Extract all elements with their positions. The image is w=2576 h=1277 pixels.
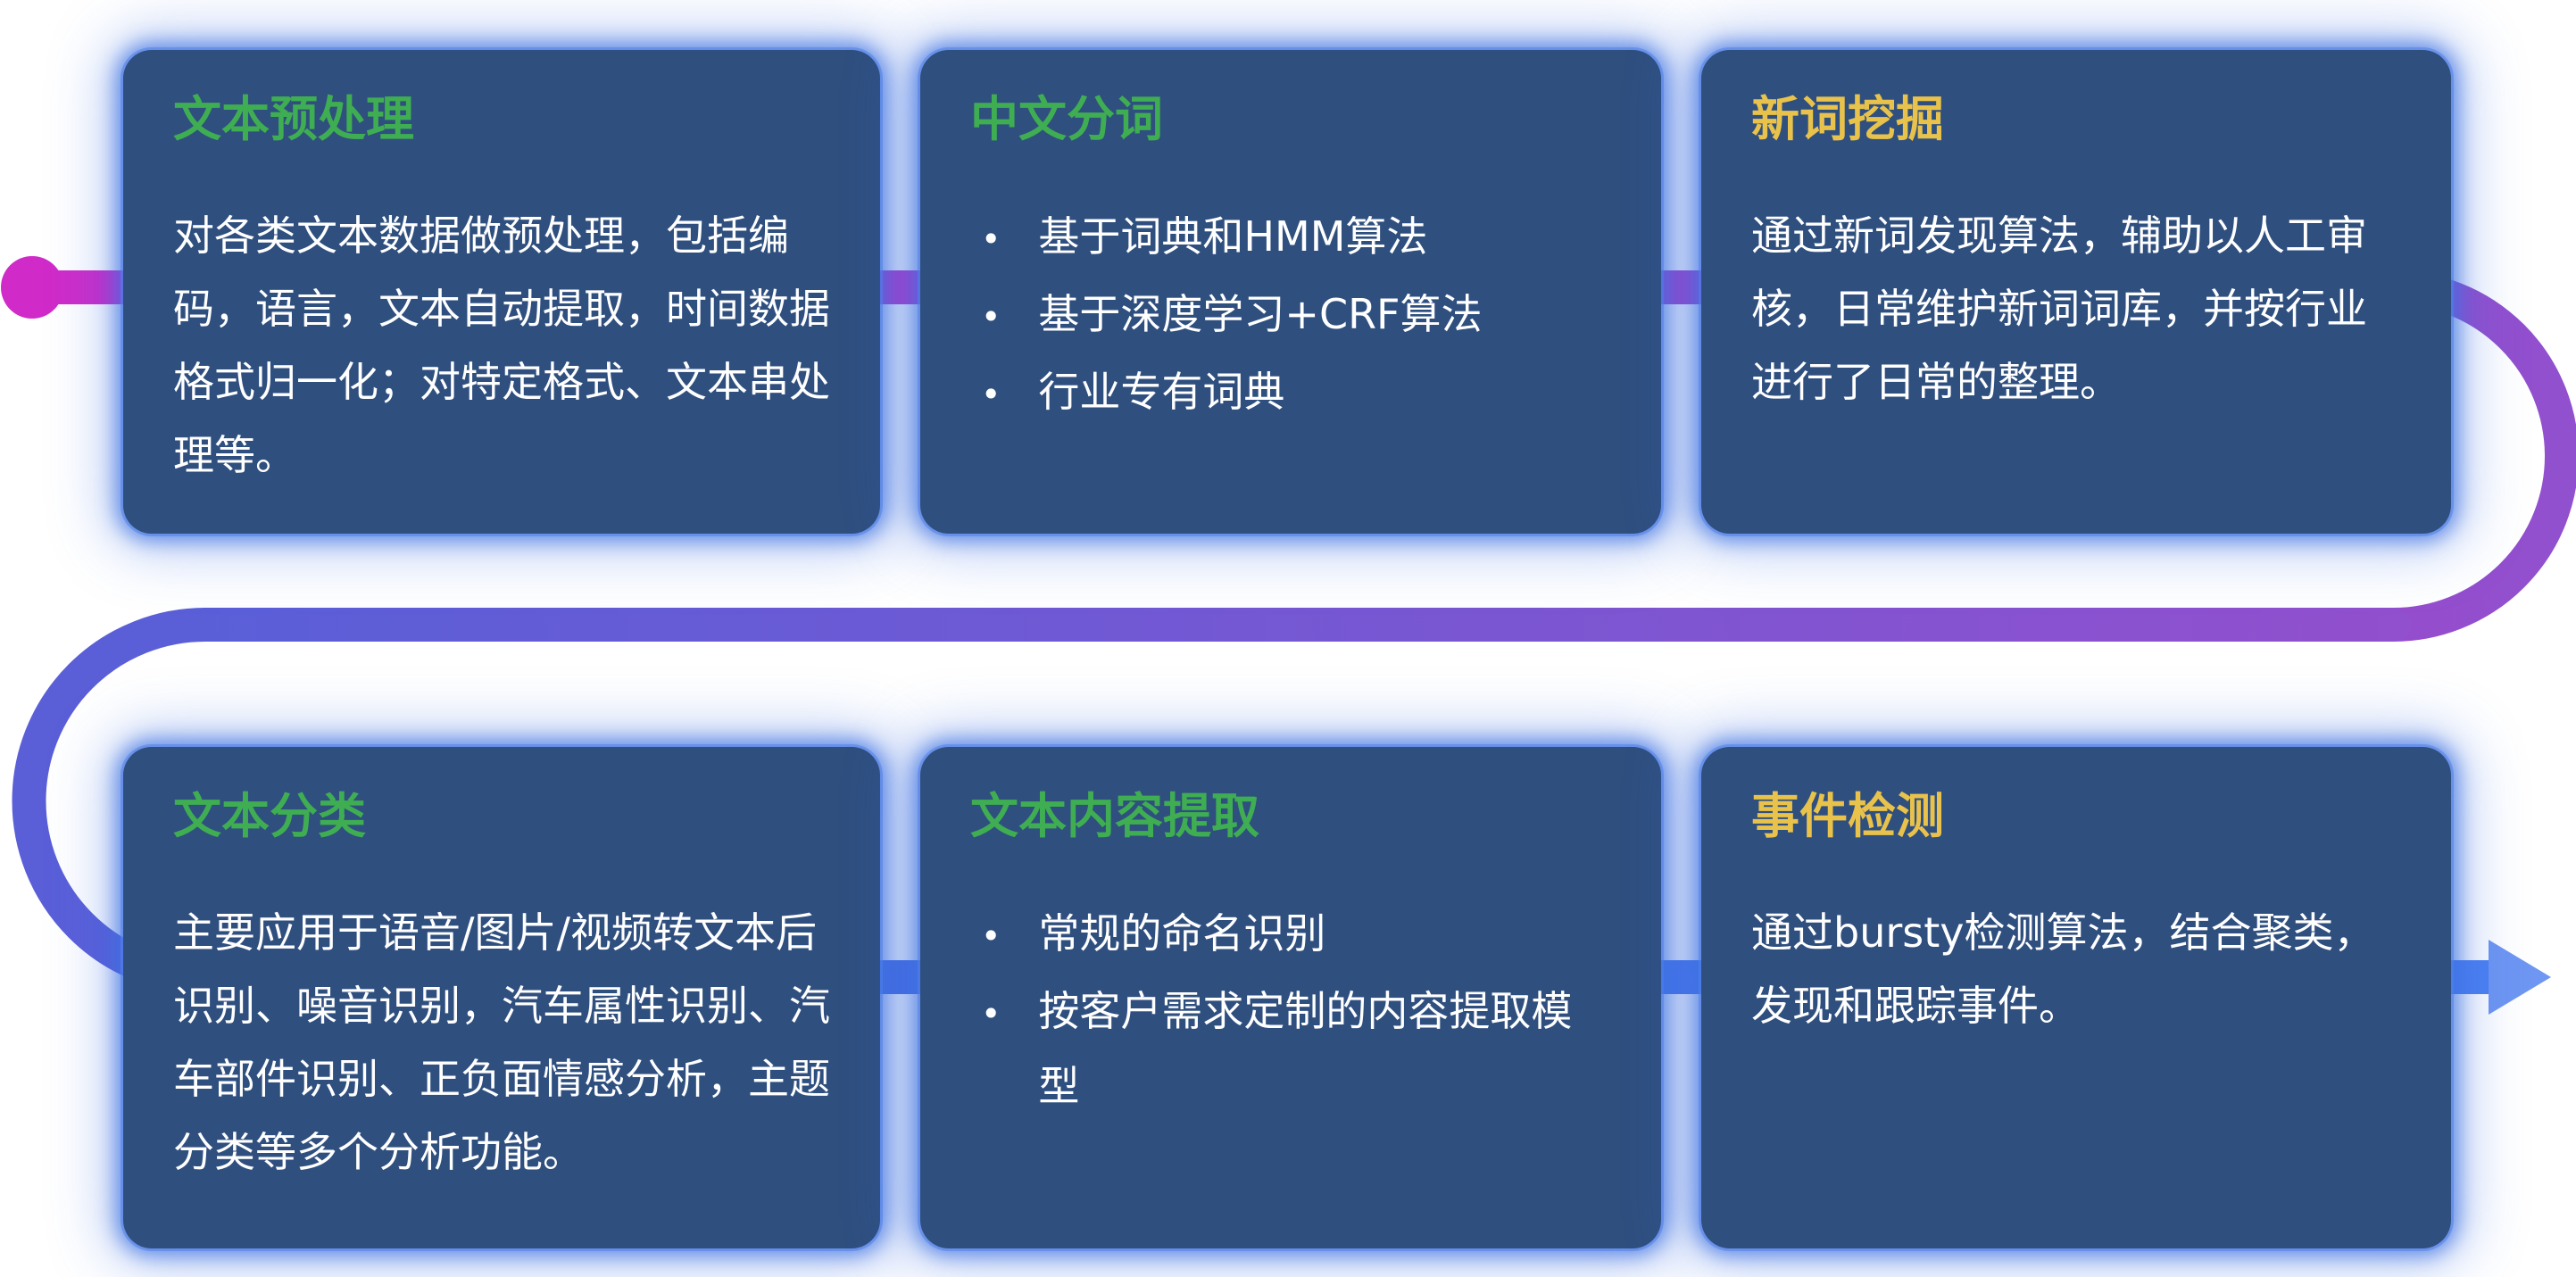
bullet-dot-icon: • [981, 993, 1001, 1033]
bullet-item: • 基于词典和HMM算法 [981, 199, 1611, 277]
bullet-text: 基于词典和HMM算法 [1038, 211, 1428, 261]
card-content-extraction: 文本内容提取 • 常规的命名识别 • 按客户需求定制的内容提取模型 [920, 747, 1661, 1248]
bullet-dot-icon: • [981, 296, 1001, 336]
bullet-item: • 按客户需求定制的内容提取模型 [981, 974, 1611, 1124]
card-title: 中文分词 [970, 91, 1163, 147]
bullet-item: • 行业专有词典 [981, 354, 1611, 432]
card-title: 事件检测 [1751, 788, 1944, 844]
bullet-text: 按客户需求定制的内容提取模型 [1038, 986, 1573, 1110]
card-body: 主要应用于语音/图片/视频转文本后识别、噪音识别，汽车属性识别、汽车部件识别、正… [173, 908, 830, 1176]
card-text-classification: 文本分类 主要应用于语音/图片/视频转文本后识别、噪音识别，汽车属性识别、汽车部… [123, 747, 880, 1248]
bullet-item: • 基于深度学习+CRF算法 [981, 277, 1611, 354]
bullet-text: 行业专有词典 [1038, 367, 1285, 416]
card-bullet-list: • 基于词典和HMM算法 • 基于深度学习+CRF算法 • 行业专有词典 [970, 199, 1611, 432]
card-text-preprocessing: 文本预处理 对各类文本数据做预处理，包括编码，语言，文本自动提取，时间数据格式归… [123, 50, 880, 534]
card-body: 通过新词发现算法，辅助以人工审核，日常维护新词词库，并按行业进行了日常的整理。 [1751, 211, 2367, 406]
card-title: 新词挖掘 [1751, 91, 1944, 147]
arrow-icon [2489, 940, 2551, 1015]
bullet-dot-icon: • [981, 374, 1001, 414]
flow-segment-top [15, 270, 2576, 642]
card-word-segmentation: 中文分词 • 基于词典和HMM算法 • 基于深度学习+CRF算法 • 行业专有词… [920, 50, 1661, 534]
bullet-item: • 常规的命名识别 [981, 896, 1611, 974]
bullet-dot-icon: • [981, 219, 1001, 259]
card-event-detection: 事件检测 通过bursty检测算法，结合聚类，发现和跟踪事件。 [1701, 747, 2451, 1248]
card-new-word-mining: 新词挖掘 通过新词发现算法，辅助以人工审核，日常维护新词词库，并按行业进行了日常… [1701, 50, 2451, 534]
card-body: 对各类文本数据做预处理，包括编码，语言，文本自动提取，时间数据格式归一化；对特定… [173, 211, 830, 479]
bullet-dot-icon: • [981, 916, 1001, 956]
card-title: 文本预处理 [173, 91, 414, 147]
start-dot [1, 256, 63, 319]
card-title: 文本内容提取 [970, 788, 1259, 844]
bullet-text: 基于深度学习+CRF算法 [1038, 289, 1483, 338]
card-title: 文本分类 [173, 788, 366, 844]
card-bullet-list: • 常规的命名识别 • 按客户需求定制的内容提取模型 [970, 896, 1611, 1124]
bullet-text: 常规的命名识别 [1038, 908, 1326, 958]
card-body: 通过bursty检测算法，结合聚类，发现和跟踪事件。 [1751, 908, 2375, 1030]
